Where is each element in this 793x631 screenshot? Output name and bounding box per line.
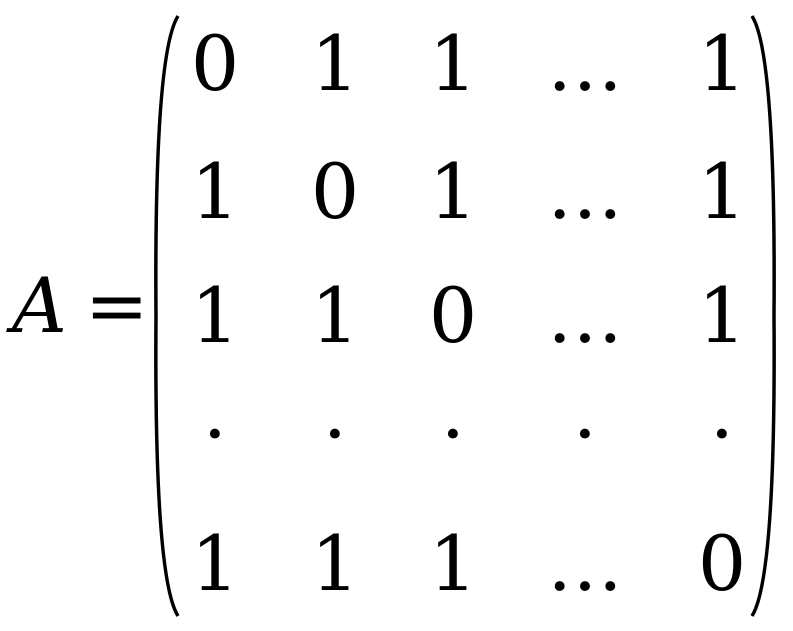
matrix-cell-r5-c2: 1 — [310, 519, 360, 608]
matrix-cell-r2-c4: … — [547, 147, 623, 236]
matrix-cell-r5-c1: 1 — [190, 519, 240, 608]
matrix-cell-r2-c5: 1 — [697, 147, 747, 236]
matrix-cell-r5-c4: … — [547, 519, 623, 608]
matrix-cell-r3-c2: 1 — [310, 271, 360, 360]
matrix-cell-r1-c5: 1 — [697, 19, 747, 108]
matrix-cell-r4-c4: · — [572, 389, 598, 478]
matrix-cell-r5-c3: 1 — [428, 519, 478, 608]
left-parenthesis — [152, 14, 182, 618]
matrix-variable: A — [12, 261, 67, 350]
equation-lhs: A= — [12, 268, 149, 344]
matrix-cell-r4-c5: · — [709, 389, 735, 478]
matrix-cell-r1-c2: 1 — [310, 19, 360, 108]
matrix-cell-r2-c2: 0 — [310, 147, 360, 236]
matrix-cell-r1-c3: 1 — [428, 19, 478, 108]
matrix-cell-r2-c1: 1 — [190, 147, 240, 236]
matrix-cell-r3-c4: … — [547, 271, 623, 360]
equals-sign: = — [84, 261, 149, 350]
matrix-cell-r4-c2: · — [322, 389, 348, 478]
matrix-cell-r2-c3: 1 — [428, 147, 478, 236]
right-parenthesis — [748, 14, 778, 618]
matrix-cell-r5-c5: 0 — [697, 519, 747, 608]
matrix-cell-r4-c3: · — [440, 389, 466, 478]
matrix-cell-r1-c4: … — [547, 19, 623, 108]
matrix-cell-r3-c1: 1 — [190, 271, 240, 360]
matrix-cell-r3-c5: 1 — [697, 271, 747, 360]
matrix-cell-r4-c1: · — [202, 389, 228, 478]
matrix-cell-r3-c3: 0 — [428, 271, 478, 360]
matrix-cell-r1-c1: 0 — [190, 19, 240, 108]
